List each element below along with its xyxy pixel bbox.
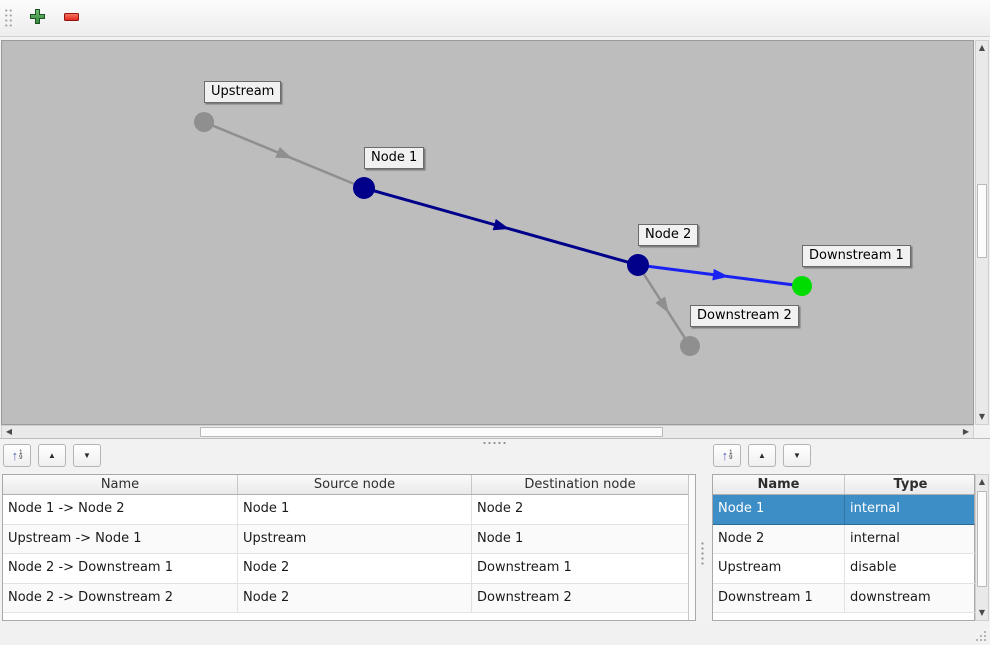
graph-node-label-node-1: Node 1 <box>364 147 425 169</box>
horizontal-splitter[interactable] <box>0 438 990 446</box>
triangle-down-icon: ▼ <box>793 451 801 460</box>
scroll-left-icon[interactable]: ◀ <box>5 427 13 436</box>
column-header-name[interactable]: Name <box>3 475 238 494</box>
scroll-down-icon[interactable]: ▼ <box>978 412 986 421</box>
cell: Upstream -> Node 1 <box>3 524 238 554</box>
graph-vertical-scrollbar[interactable]: ▲ ▼ <box>975 40 989 425</box>
cell: internal <box>845 495 976 525</box>
toolbar-grip[interactable] <box>4 7 13 29</box>
status-bar <box>0 622 990 645</box>
scroll-up-icon[interactable]: ▲ <box>978 477 986 486</box>
vertical-splitter[interactable] <box>700 541 705 566</box>
edges-table-header: Name Source node Destination node <box>3 475 688 495</box>
graph-node-downstream-1[interactable] <box>792 276 812 296</box>
graph-vscroll-thumb[interactable] <box>977 184 987 258</box>
cell: Node 2 -> Downstream 1 <box>3 554 238 584</box>
scroll-up-icon[interactable]: ▲ <box>978 43 986 52</box>
column-header-name[interactable]: Name <box>713 475 845 494</box>
scroll-down-icon[interactable]: ▼ <box>978 608 986 617</box>
cell: Node 2 <box>472 495 688 525</box>
cell: Node 1 -> Node 2 <box>3 495 238 525</box>
edge-row-3[interactable]: Node 2 -> Downstream 2 Node 2 Downstream… <box>3 583 688 613</box>
remove-node-button[interactable] <box>57 4 85 32</box>
triangle-down-icon: ▼ <box>83 451 91 460</box>
cell: Downstream 1 <box>713 583 845 613</box>
graph-node-label-downstream-1: Downstream 1 <box>802 245 911 267</box>
cell: Node 2 <box>238 583 472 613</box>
edges-table-scrollbar[interactable] <box>688 475 695 620</box>
node-row-1[interactable]: Node 2 internal <box>713 524 976 554</box>
graph-node-node-1[interactable] <box>353 177 375 199</box>
node-row-3[interactable]: Downstream 1 downstream <box>713 583 976 613</box>
cell: Node 2 <box>713 524 845 554</box>
scroll-right-icon[interactable]: ▶ <box>962 427 970 436</box>
column-header-type[interactable]: Type <box>893 477 928 492</box>
cell: Downstream 1 <box>472 554 688 584</box>
cell: disable <box>845 554 976 584</box>
add-node-button[interactable] <box>23 4 51 32</box>
cell: Upstream <box>713 554 845 584</box>
graph-node-label-downstream-2: Downstream 2 <box>690 305 799 327</box>
cell: Node 2 <box>238 554 472 584</box>
nodes-table-scroll-thumb[interactable] <box>977 491 987 587</box>
edge-row-0[interactable]: Node 1 -> Node 2 Node 1 Node 2 <box>3 495 688 525</box>
triangle-up-icon: ▲ <box>758 451 766 460</box>
edge-arrow-icon <box>712 268 729 281</box>
nodes-table-header: Name Type <box>713 475 974 495</box>
cell: Downstream 2 <box>472 584 688 613</box>
main-toolbar <box>0 0 990 37</box>
edge-arrow-icon <box>492 219 510 231</box>
cell: downstream <box>845 584 976 613</box>
graph-horizontal-scrollbar[interactable]: ◀ ▶ <box>1 425 974 439</box>
graph-node-upstream[interactable] <box>194 112 214 132</box>
node-row-0[interactable]: Node 1 internal <box>713 495 976 525</box>
edge-row-1[interactable]: Upstream -> Node 1 Upstream Node 1 <box>3 524 688 554</box>
cell: Upstream <box>238 524 472 554</box>
cell: Node 1 <box>238 495 472 525</box>
graph-node-node-2[interactable] <box>627 254 649 276</box>
edge-arrow-icon <box>275 146 293 159</box>
plus-icon <box>29 8 46 28</box>
column-header-destination-node[interactable]: Destination node <box>524 477 636 492</box>
graph-node-label-upstream: Upstream <box>204 81 282 103</box>
edges-table: Name Source node Destination node Node 1… <box>2 474 696 621</box>
nodes-table-vertical-scrollbar[interactable]: ▲ ▼ <box>975 474 989 621</box>
graph-node-downstream-2[interactable] <box>680 336 700 356</box>
minus-icon <box>63 8 80 28</box>
nodes-table: Name Type Node 1 internal Node 2 interna… <box>712 474 976 621</box>
graph-svg <box>194 112 812 356</box>
cell: internal <box>845 525 976 554</box>
nodes-move-down-button[interactable]: ▼ <box>783 444 811 467</box>
graph-node-label-node-2: Node 2 <box>638 224 699 246</box>
edges-move-up-button[interactable]: ▲ <box>38 444 66 467</box>
graph-hscroll-thumb[interactable] <box>200 427 663 437</box>
node-row-2[interactable]: Upstream disable <box>713 554 976 584</box>
cell: Node 2 -> Downstream 2 <box>3 583 238 613</box>
cell: Node 1 <box>713 495 845 525</box>
column-header-source-node[interactable]: Source node <box>238 475 472 494</box>
edges-move-down-button[interactable]: ▼ <box>73 444 101 467</box>
triangle-up-icon: ▲ <box>48 451 56 460</box>
cell: Node 1 <box>472 525 688 554</box>
resize-grip-icon[interactable] <box>974 629 986 641</box>
splitter-handle-icon <box>482 441 508 445</box>
nodes-move-up-button[interactable]: ▲ <box>748 444 776 467</box>
edge-arrow-icon <box>655 296 669 314</box>
edge-row-2[interactable]: Node 2 -> Downstream 1 Node 2 Downstream… <box>3 554 688 584</box>
